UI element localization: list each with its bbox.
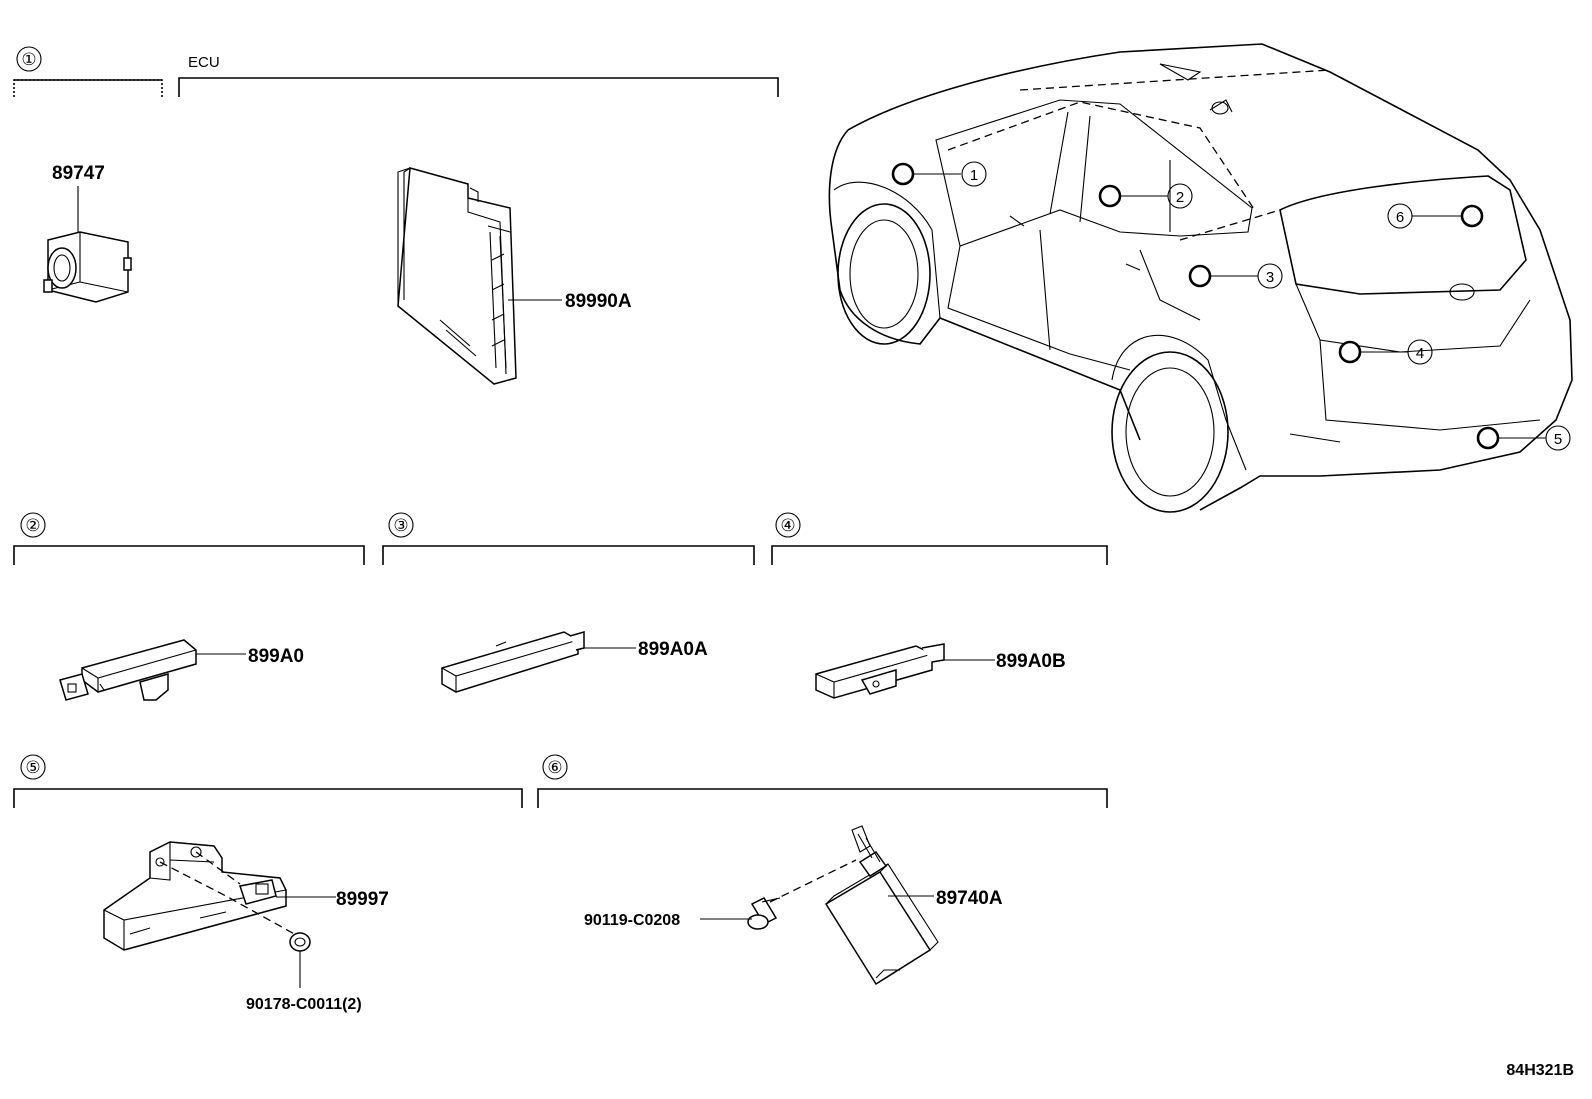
callout-6[interactable] bbox=[1387, 203, 1413, 229]
section-2: ② 899A0 bbox=[13, 512, 365, 701]
part-number-90178-C0011[interactable]: 90178-C0011(2) bbox=[246, 996, 362, 1013]
section-3-label: ③ bbox=[393, 516, 408, 535]
section-2-label: ② bbox=[25, 516, 40, 535]
callout-2-label: 2 bbox=[1176, 189, 1184, 206]
callout-4[interactable] bbox=[1407, 339, 1433, 365]
section-6-label: ⑥ bbox=[547, 758, 562, 777]
part-89747-illustration bbox=[43, 231, 132, 303]
callout-1-label: 1 bbox=[970, 167, 978, 184]
hotspot-3 bbox=[1188, 264, 1212, 288]
part-90178-C0011-illustration bbox=[289, 932, 311, 952]
part-899A0A-illustration bbox=[441, 631, 585, 693]
diagram-ref-code: 84H321B bbox=[1506, 1062, 1574, 1079]
hotspot-1 bbox=[891, 162, 915, 186]
part-number-89747[interactable]: 89747 bbox=[52, 163, 105, 184]
section-1-label: ① bbox=[21, 50, 36, 69]
section-ecu-title: ECU bbox=[188, 54, 220, 71]
part-89997-illustration bbox=[103, 841, 287, 951]
callout-5-label: 5 bbox=[1554, 431, 1562, 448]
section-1: ① 89747 bbox=[13, 46, 163, 303]
part-89990A-illustration bbox=[397, 167, 517, 385]
section-ecu: ECU 89990A bbox=[178, 54, 779, 385]
callout-6-label: 6 bbox=[1396, 209, 1404, 226]
part-number-899A0B[interactable]: 899A0B bbox=[996, 651, 1066, 672]
part-number-899A0A[interactable]: 899A0A bbox=[638, 639, 708, 660]
part-number-89997[interactable]: 89997 bbox=[336, 889, 389, 910]
callout-5[interactable] bbox=[1545, 425, 1571, 451]
callout-2[interactable] bbox=[1167, 183, 1193, 209]
section-5-label: ⑤ bbox=[25, 758, 40, 777]
section-4-label: ④ bbox=[780, 516, 795, 535]
part-number-899A0[interactable]: 899A0 bbox=[248, 646, 304, 667]
vehicle-illustration: 1 2 3 4 5 6 bbox=[828, 43, 1573, 513]
callout-3-label: 3 bbox=[1266, 269, 1274, 286]
part-number-90119-C0208[interactable]: 90119-C0208 bbox=[584, 912, 680, 929]
section-5: ⑤ 89997 90178-C0011(2) bbox=[13, 754, 523, 1013]
hotspot-2 bbox=[1098, 184, 1122, 208]
part-number-89990A[interactable]: 89990A bbox=[565, 291, 632, 312]
part-90119-C0208-illustration bbox=[747, 897, 781, 930]
part-899A0B-illustration bbox=[815, 643, 945, 699]
callout-4-label: 4 bbox=[1416, 345, 1424, 362]
hotspot-6 bbox=[1460, 204, 1484, 228]
part-899A0-illustration bbox=[59, 639, 197, 701]
hotspot-4 bbox=[1338, 340, 1362, 364]
section-3: ③ 899A0A bbox=[382, 512, 755, 693]
part-number-89740A[interactable]: 89740A bbox=[936, 888, 1003, 909]
section-4: ④ 899A0B bbox=[771, 512, 1108, 699]
callout-3[interactable] bbox=[1257, 263, 1283, 289]
part-89740A-illustration bbox=[824, 825, 939, 986]
section-6: ⑥ 90119-C0208 89740A bbox=[537, 754, 1108, 986]
hotspot-5 bbox=[1476, 426, 1500, 450]
callout-1[interactable] bbox=[961, 161, 987, 187]
